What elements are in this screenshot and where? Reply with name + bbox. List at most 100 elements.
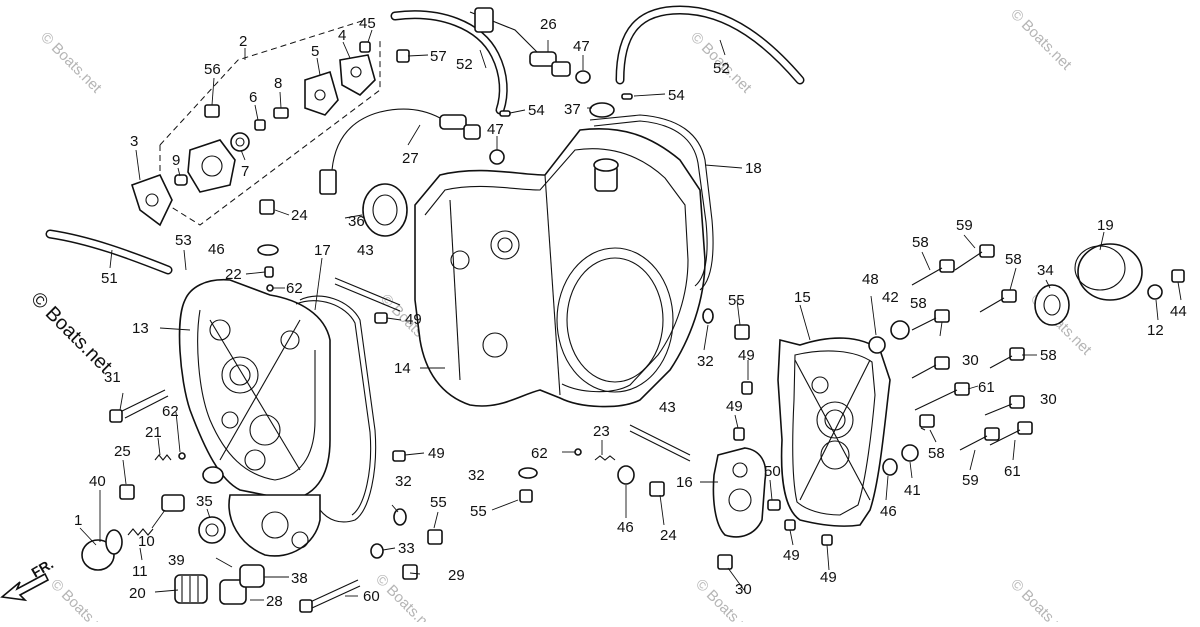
callout-36: 36	[348, 213, 365, 230]
callout-25: 25	[114, 443, 131, 460]
callout-41: 41	[904, 482, 921, 499]
callout-58: 58	[912, 234, 929, 251]
callout-46: 46	[880, 503, 897, 520]
callout-24: 24	[660, 527, 677, 544]
callout-26: 26	[540, 16, 557, 33]
callout-49e: 49	[783, 547, 800, 564]
callout-9: 9	[172, 152, 180, 169]
callout-19: 19	[1097, 217, 1114, 234]
callout-58c: 58	[910, 295, 927, 312]
callout-55b: 55	[430, 494, 447, 511]
callout-2: 2	[239, 33, 247, 50]
gasket-17	[295, 295, 377, 523]
callout-60: 60	[363, 588, 380, 605]
callout-49: 49	[428, 445, 445, 462]
callout-57: 57	[430, 48, 447, 65]
callout-34: 34	[1037, 262, 1054, 279]
callout-45: 45	[359, 15, 376, 32]
callout-37: 37	[564, 101, 581, 118]
watermark-dark: © Boats.net	[26, 288, 116, 378]
callout-55c: 55	[470, 503, 487, 520]
callout-58d: 58	[1040, 347, 1057, 364]
main-case-14	[414, 127, 706, 408]
callout-35: 35	[196, 493, 213, 510]
callout-21: 21	[145, 424, 162, 441]
callout-3: 3	[130, 133, 138, 150]
callout-23: 23	[593, 423, 610, 440]
callout-52: 52	[456, 56, 473, 73]
assembly-group-outline	[159, 19, 381, 226]
callout-49b: 49	[405, 311, 422, 328]
right-case-cover-15	[777, 337, 891, 527]
callout-59b: 59	[962, 472, 979, 489]
callout-44: 44	[1170, 303, 1187, 320]
callout-50: 50	[764, 463, 781, 480]
callout-38: 38	[291, 570, 308, 587]
sensor-wires	[319, 7, 571, 195]
callout-29: 29	[448, 567, 465, 584]
callout-62c: 62	[286, 280, 303, 297]
callout-43b: 43	[659, 399, 676, 416]
watermark: © Boats.net	[1007, 576, 1075, 622]
callout-4: 4	[338, 27, 346, 44]
small-parts	[178, 93, 633, 460]
callout-32c: 32	[468, 467, 485, 484]
gasket-18	[589, 114, 714, 291]
callout-49d: 49	[726, 398, 743, 415]
callout-47: 47	[573, 38, 590, 55]
callout-40: 40	[89, 473, 106, 490]
callout-20: 20	[129, 585, 146, 602]
plate-4	[339, 54, 376, 96]
callout-39: 39	[168, 552, 185, 569]
callout-27: 27	[402, 150, 419, 167]
callout-7: 7	[241, 163, 249, 180]
small-cover-16	[712, 447, 767, 538]
sensor-27	[329, 108, 441, 186]
callout-18: 18	[745, 160, 762, 177]
callout-58e: 58	[928, 445, 945, 462]
callout-62: 62	[162, 403, 179, 420]
callout-32: 32	[697, 353, 714, 370]
callout-8: 8	[274, 75, 282, 92]
callout-52b: 52	[713, 60, 730, 77]
front-direction-label: FR.	[29, 555, 57, 580]
left-case-cover-13	[178, 278, 331, 501]
callout-12: 12	[1147, 322, 1164, 339]
callout-14: 14	[394, 360, 411, 377]
callout-43: 43	[357, 242, 374, 259]
watermark: © Boats.net	[37, 29, 105, 97]
callout-32b: 32	[395, 473, 412, 490]
plate-5	[304, 70, 339, 116]
leader-lines	[79, 29, 1182, 601]
callout-10: 10	[138, 533, 155, 550]
callout-13: 13	[132, 320, 149, 337]
callout-49c: 49	[738, 347, 755, 364]
callout-47b: 47	[487, 121, 504, 138]
pump-parts	[131, 54, 376, 227]
callout-28: 28	[266, 593, 283, 610]
callout-11: 11	[132, 563, 148, 580]
callout-labels: 1 2 3 4 5 6 7 8 9 10 11 12 13 14 15 16 1…	[74, 15, 1187, 610]
callout-59: 59	[956, 217, 973, 234]
callout-46c: 46	[208, 241, 225, 258]
callout-62b: 62	[531, 445, 548, 462]
callout-55: 55	[728, 292, 745, 309]
callout-61b: 61	[1004, 463, 1021, 480]
watermark: © Boats.net	[1007, 6, 1075, 74]
callout-16: 16	[676, 474, 693, 491]
bearings-and-seals	[81, 70, 1163, 571]
callout-49f: 49	[820, 569, 837, 586]
callout-31: 31	[104, 369, 121, 386]
callout-17: 17	[314, 242, 331, 259]
watermark: © Boats.net	[47, 576, 115, 622]
callout-48: 48	[862, 271, 879, 288]
hoses	[45, 5, 805, 275]
callout-22: 22	[225, 266, 242, 283]
callout-51: 51	[101, 270, 118, 287]
callout-56: 56	[204, 61, 221, 78]
callout-33: 33	[398, 540, 415, 557]
callout-46b: 46	[617, 519, 634, 536]
plate-3	[131, 174, 173, 227]
